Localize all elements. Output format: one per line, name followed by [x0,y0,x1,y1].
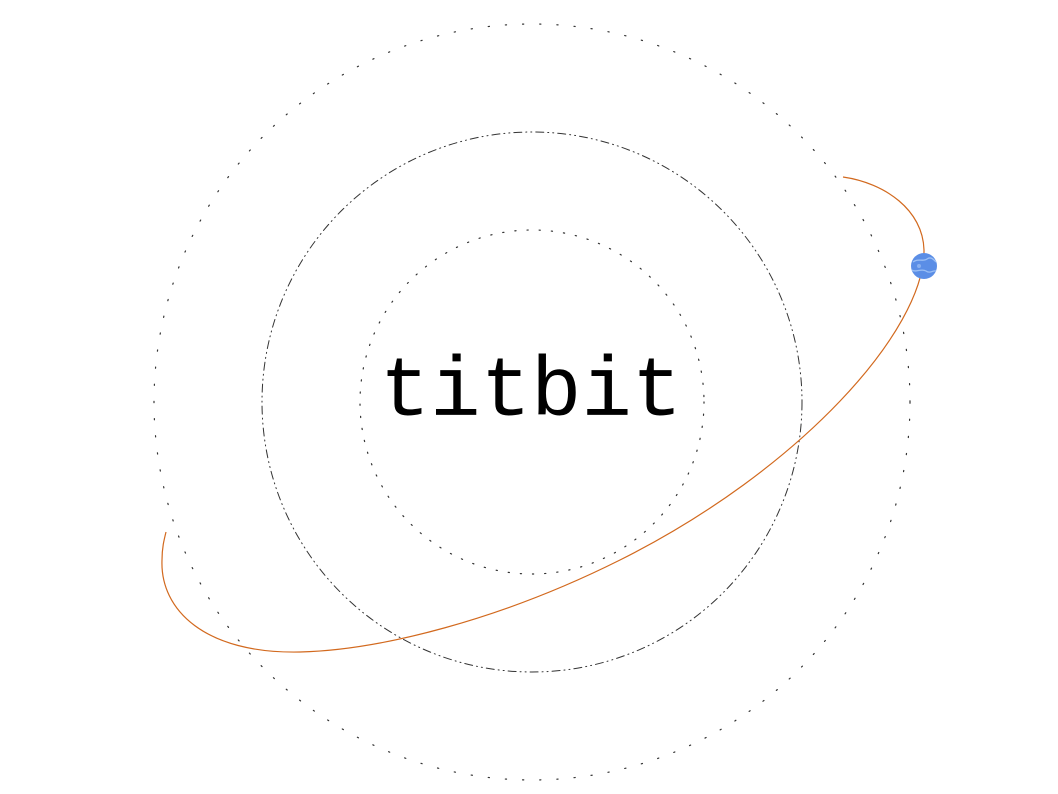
comet-orbit-path [161,176,925,653]
middle-orbit-ring [261,131,803,673]
outer-orbit-ring [153,23,911,781]
logo-text: titbit [380,346,682,441]
planet-icon [911,253,937,279]
inner-orbit-ring [359,229,705,575]
